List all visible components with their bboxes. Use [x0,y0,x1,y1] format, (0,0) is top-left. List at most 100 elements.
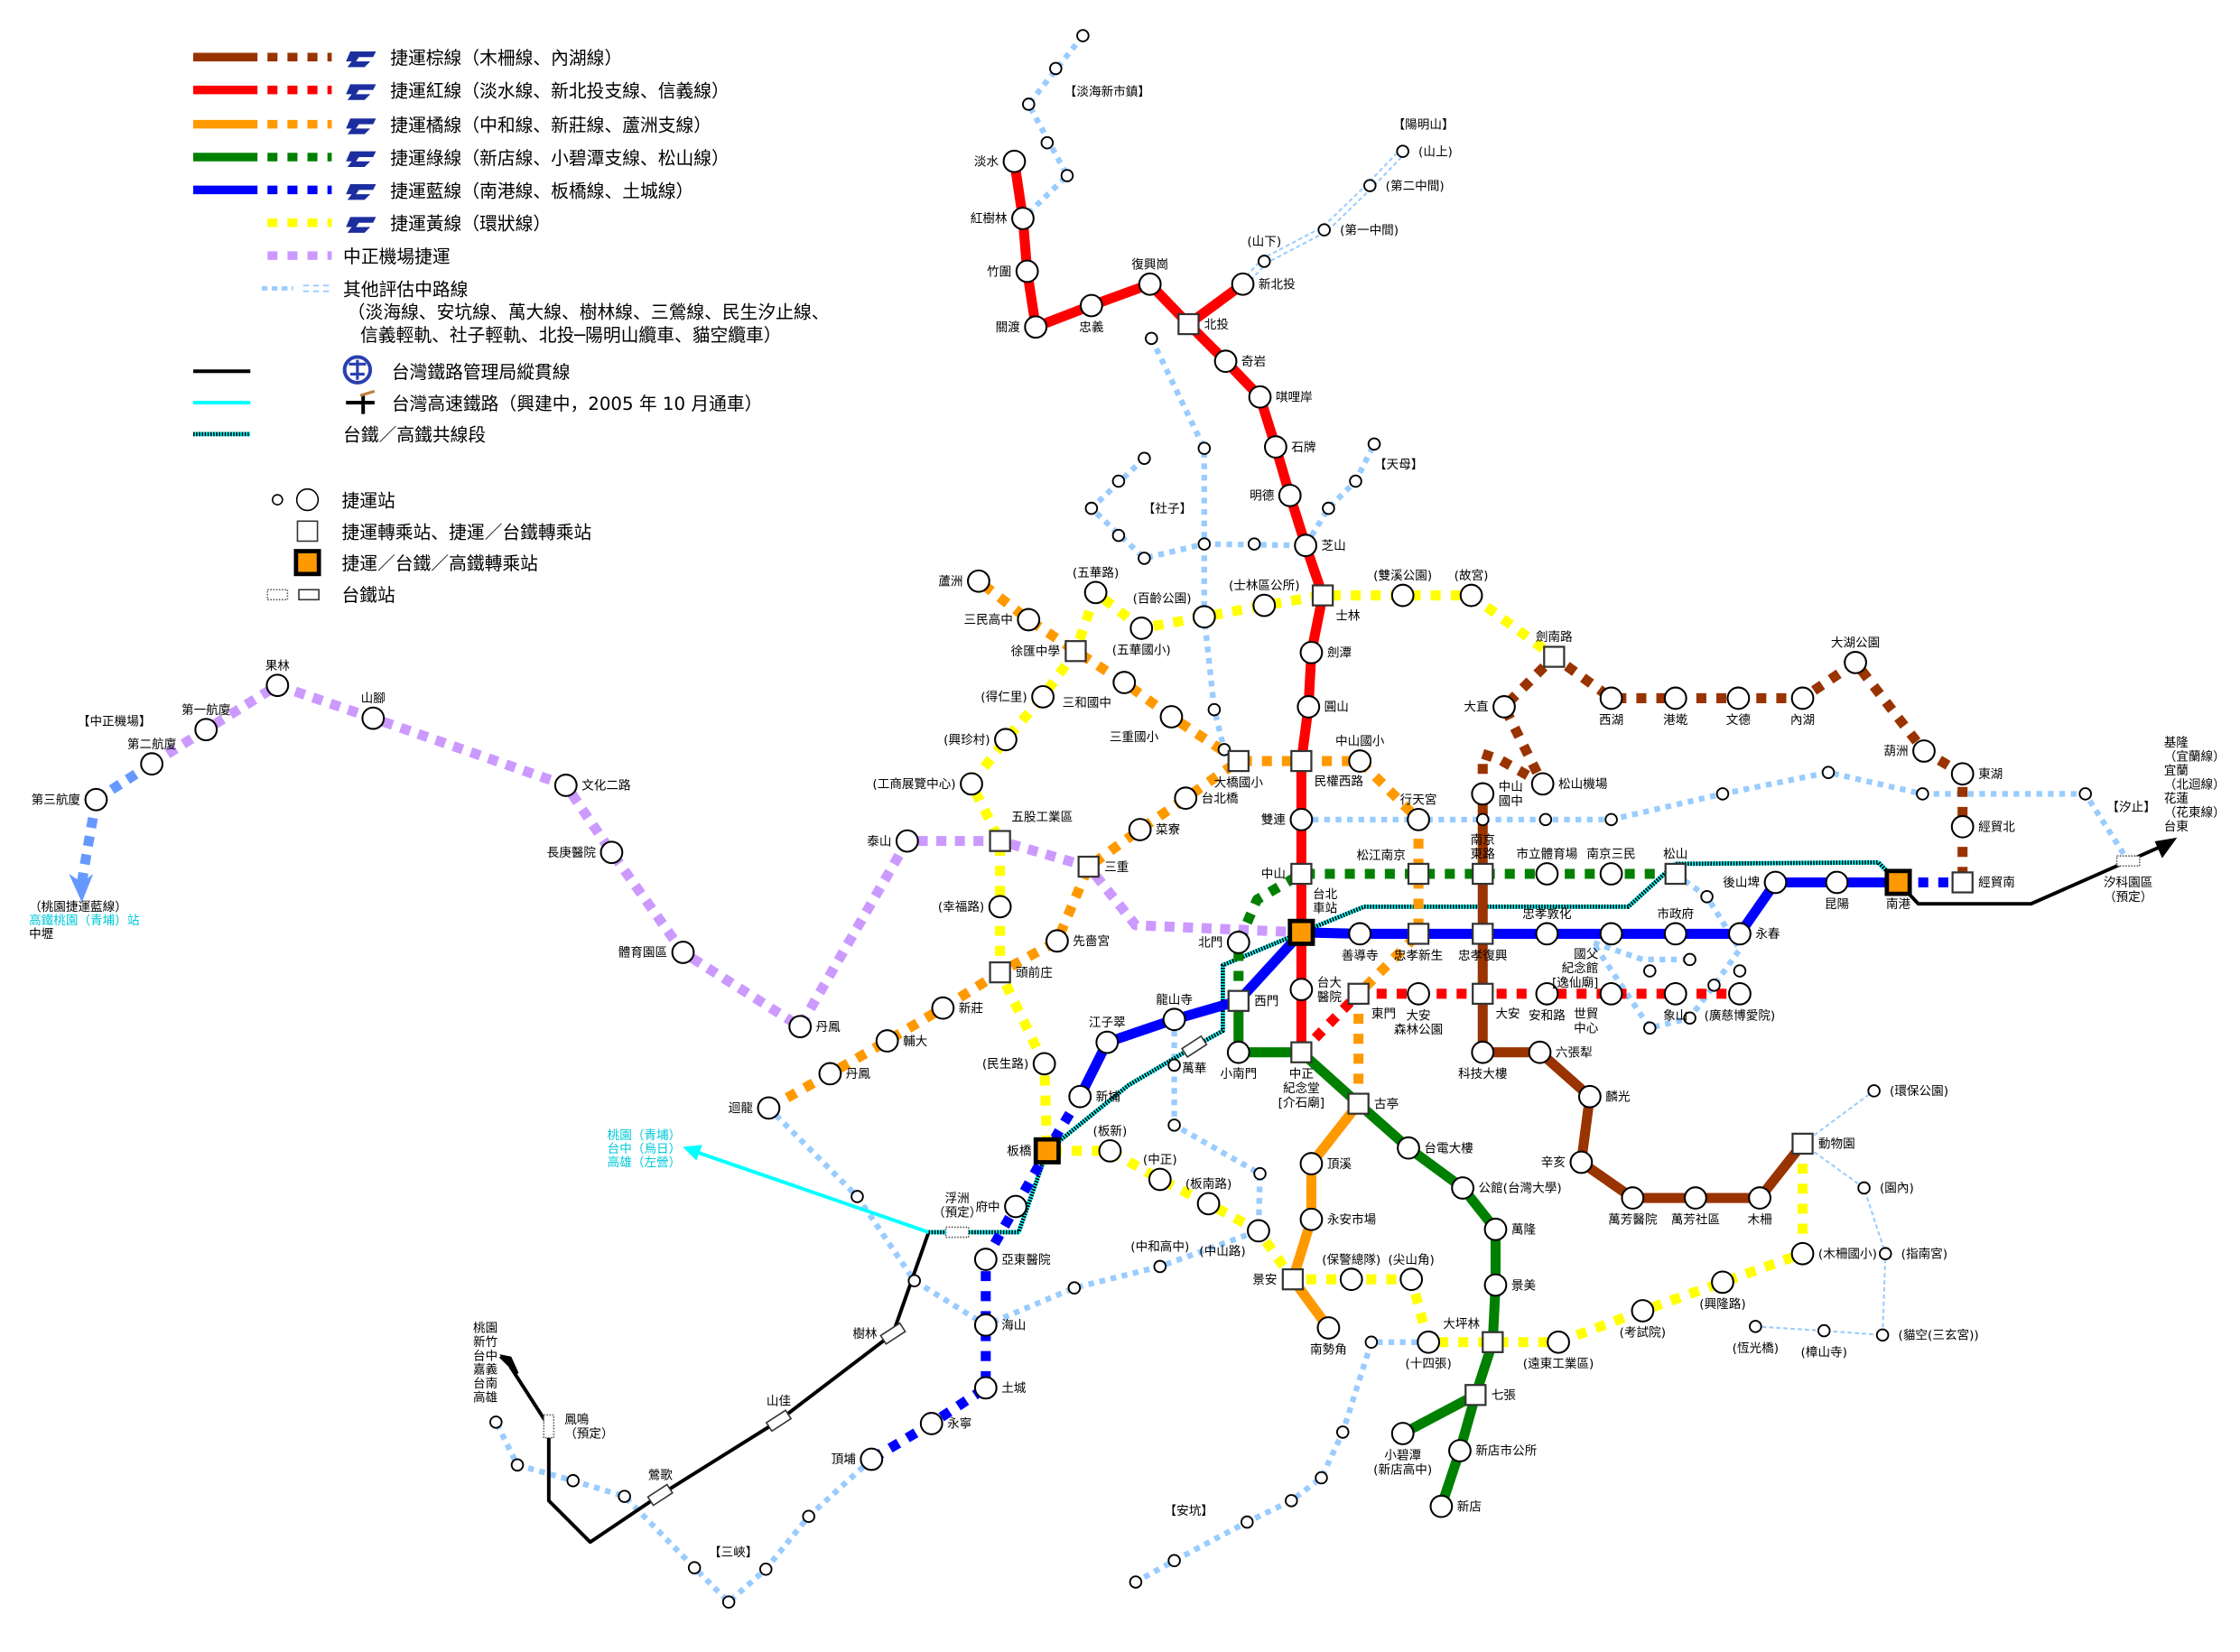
station-cks[interactable]: 中正紀念堂[介石廟] [1278,1041,1324,1110]
station-xingzhen[interactable]: (興珍村) [943,728,1018,752]
station-zhongxiaodunhua[interactable]: 忠孝敦化 [1522,907,1572,946]
station-huanbao[interactable]: (環保公園) [1867,1084,1948,1099]
station-jiannan[interactable]: 劍南路 [1536,629,1573,668]
station-longshan[interactable]: 龍山寺 [1156,992,1193,1032]
station-jiantan[interactable]: 劍潭 [1299,640,1352,664]
station-xinpu[interactable]: 新埔 [1068,1084,1120,1109]
station-gugong[interactable]: (故宮) [1455,569,1489,608]
station-shisizhang[interactable]: (十四張) [1405,1330,1452,1371]
station-sanchong[interactable]: 三重 [1077,855,1129,878]
station-dongmen[interactable]: 東門 [1347,982,1396,1022]
station-changgung[interactable]: 長庚醫院 [547,840,624,865]
station-guolin[interactable]: 果林 [265,659,291,698]
station-banxin[interactable]: (板新) [1093,1124,1128,1163]
station-xianse[interactable]: 先嗇宮 [1046,929,1110,953]
station-taipower[interactable]: 台電大樓 [1397,1136,1473,1160]
station-zsprimary[interactable]: 中山國小 [1335,735,1385,773]
station-wuhua[interactable]: (五華路) [1073,566,1119,605]
station-fuzhong[interactable]: 府中 [975,1194,1027,1219]
station-songshan[interactable]: 松山 [1663,848,1687,886]
station-jingmaonan[interactable]: 經貿南 [1951,871,2015,894]
station-dqprimary[interactable]: 大橋國小 [1214,749,1264,791]
station-t1[interactable]: 第一航廈 [181,702,231,742]
station-xike[interactable]: 汐科園區（預定） [2104,855,2152,905]
station-stadium[interactable]: 市立體育場 [1516,847,1578,886]
station-xindiancity[interactable]: 新店市公所 [1448,1439,1538,1462]
station-zhinan[interactable]: (指南宮) [1879,1247,1947,1261]
station-wanlong[interactable]: 萬隆 [1483,1217,1537,1241]
station-shuangxi[interactable]: (雙溪公園) [1373,569,1432,608]
station-hongshulin[interactable]: 紅樹林 [971,207,1035,230]
station-guangci[interactable]: (廣慈博愛院) [1705,981,1776,1023]
station-gongguan[interactable]: 公館(台灣大學) [1451,1176,1562,1200]
station-yuanshan[interactable]: 圓山 [1297,695,1349,719]
station-wugu[interactable]: 五股工業區 [989,810,1074,852]
station-wanhua[interactable]: 萬華 [1181,1035,1208,1076]
station-xuhui[interactable]: 徐匯中學 [1011,640,1087,663]
station-danfeng[interactable]: 丹鳳 [818,1062,871,1086]
station-shilindistrict[interactable]: (士林區公所) [1229,579,1300,617]
station-nanjinge[interactable]: 南京東路 [1471,833,1496,886]
station-nanshijiao[interactable]: 南勢角 [1310,1316,1347,1357]
station-haishan[interactable]: 海山 [973,1313,1026,1337]
station-fuda[interactable]: 輔大 [875,1029,928,1053]
station-first_mid[interactable]: (第一中間) [1317,222,1399,237]
station-luzhou[interactable]: 蘆洲 [938,569,990,593]
station-donghu[interactable]: 東湖 [1950,762,2003,786]
station-t3[interactable]: 第三航廈 [32,787,108,812]
station-shanjia[interactable]: 山佳 [765,1394,793,1433]
station-taipei[interactable]: 台北車站 [1287,887,1338,946]
station-shulin[interactable]: 樹林 [852,1322,906,1345]
station-shanjiao[interactable]: 山腳 [361,691,386,730]
station-xiaobitan[interactable]: 小碧潭(新店高中) [1373,1422,1432,1477]
station-shanxia[interactable]: (山下) [1247,235,1281,268]
station-zhongyi[interactable]: 忠義 [1079,293,1104,335]
station-yuannei[interactable]: (園內) [1857,1181,1914,1196]
station-ximen[interactable]: 西門 [1227,989,1279,1012]
station-xinhai[interactable]: 辛亥 [1541,1150,1594,1174]
station-bailing[interactable]: (百齡公園) [1133,591,1216,629]
station-maokong[interactable]: (貓空(三玄宮)) [1875,1328,1979,1343]
station-zhongxiaoxinsheng[interactable]: 忠孝新生 [1394,923,1443,963]
station-shilin[interactable]: 士林 [1311,584,1361,623]
station-linguang[interactable]: 麟光 [1577,1084,1631,1109]
station-fengming[interactable]: 鳳鳴（預定） [543,1413,614,1442]
station-zhonghehs[interactable]: (中和高中) [1130,1239,1189,1274]
station-qiyan[interactable]: 奇岩 [1213,349,1266,374]
station-yadong[interactable]: 亞東醫院 [973,1248,1051,1271]
station-xingfu[interactable]: (幸福路) [938,895,1012,919]
station-second_mid[interactable]: (第二中間) [1363,178,1445,193]
station-kaoshi[interactable]: (考試院) [1620,1299,1666,1340]
station-jianshanjiao[interactable]: (尖山角) [1388,1253,1435,1292]
station-zhongshanrd[interactable]: (中山路) [1199,1219,1270,1259]
station-zhongshan[interactable]: 中山 [1261,862,1313,886]
station-wuhuaprimary[interactable]: (五華國小) [1112,617,1171,657]
station-jiangzicui[interactable]: 江子翠 [1089,1016,1126,1054]
station-sanmin[interactable]: 三民高中 [963,608,1041,632]
station-shanshang[interactable]: (山上) [1396,144,1453,159]
station-huzhou[interactable]: 葫洲 [1883,739,1936,763]
station-minsheng[interactable]: (民生路) [982,1052,1056,1076]
station-qizhang[interactable]: 七張 [1464,1384,1516,1406]
station-xindian[interactable]: 新店 [1429,1494,1482,1518]
station-wenhua[interactable]: 文化二路 [553,774,631,797]
station-nanjingsanmin[interactable]: 南京三民 [1586,848,1636,886]
station-shipai[interactable]: 石牌 [1264,435,1315,459]
station-minquan[interactable]: 民權西路 [1290,749,1363,789]
station-songshanairport[interactable]: 松山機場 [1530,772,1608,796]
station-daanpark[interactable]: 大安森林公園 [1394,981,1443,1037]
station-dazhi[interactable]: 大直 [1464,695,1516,719]
station-dapinglin[interactable]: 大坪林 [1443,1317,1504,1353]
station-qilian[interactable]: 唭哩岸 [1248,385,1313,409]
station-technology[interactable]: 科技大樓 [1458,1040,1508,1081]
station-jingmei[interactable]: 景美 [1483,1273,1537,1297]
station-jingmaobei[interactable]: 經貿北 [1950,814,2015,839]
station-zhongzheng[interactable]: (中正) [1143,1153,1177,1192]
station-xingtian[interactable]: 行天宮 [1400,793,1437,831]
station-yingge[interactable]: 鶯歌 [646,1469,674,1507]
station-wtc[interactable]: 世貿中心 [1574,981,1623,1036]
station-xinzhuang[interactable]: 新莊 [931,996,983,1020]
station-liuzhangli[interactable]: 六張犁 [1528,1040,1593,1064]
station-yongan[interactable]: 永安市場 [1299,1207,1377,1231]
station-guandu[interactable]: 關渡 [996,315,1048,339]
